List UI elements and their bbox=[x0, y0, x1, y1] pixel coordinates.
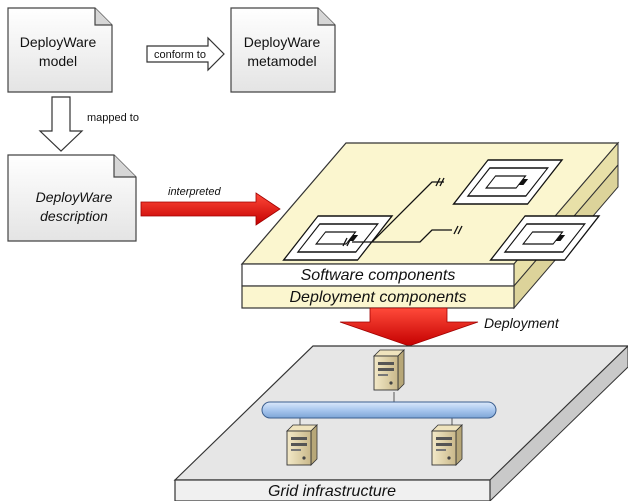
deployware-metamodel-document: DeployWare metamodel bbox=[230, 7, 336, 93]
network-bus bbox=[261, 401, 497, 419]
conform-to-arrow: conform to bbox=[146, 36, 225, 72]
metamodel-title-line1: DeployWare bbox=[244, 34, 321, 50]
server-icon bbox=[431, 424, 463, 466]
software-components-label: Software components bbox=[301, 267, 456, 284]
server-icon bbox=[373, 349, 405, 391]
metamodel-title-line2: metamodel bbox=[247, 53, 316, 69]
deployment-arrow: Deployment bbox=[339, 307, 560, 347]
mapped-to-arrow: mapped to bbox=[38, 96, 139, 152]
deployware-model-document: DeployWare model bbox=[7, 7, 113, 93]
description-title-line2: description bbox=[40, 208, 108, 224]
mapped-to-label: mapped to bbox=[87, 112, 139, 124]
component-connectors bbox=[342, 177, 463, 247]
description-title-line1: DeployWare bbox=[36, 189, 113, 205]
deployment-components-label: Deployment components bbox=[290, 289, 467, 306]
conform-to-label: conform to bbox=[154, 49, 206, 61]
interpreted-arrow: interpreted bbox=[140, 186, 281, 226]
deployment-label: Deployment bbox=[484, 315, 560, 331]
server-icon bbox=[286, 424, 318, 466]
model-title-line1: DeployWare bbox=[20, 34, 97, 50]
grid-infrastructure-label: Grid infrastructure bbox=[268, 483, 396, 500]
model-title-line2: model bbox=[39, 53, 77, 69]
deployware-description-document: DeployWare description bbox=[7, 154, 137, 242]
interpreted-label: interpreted bbox=[168, 186, 221, 198]
